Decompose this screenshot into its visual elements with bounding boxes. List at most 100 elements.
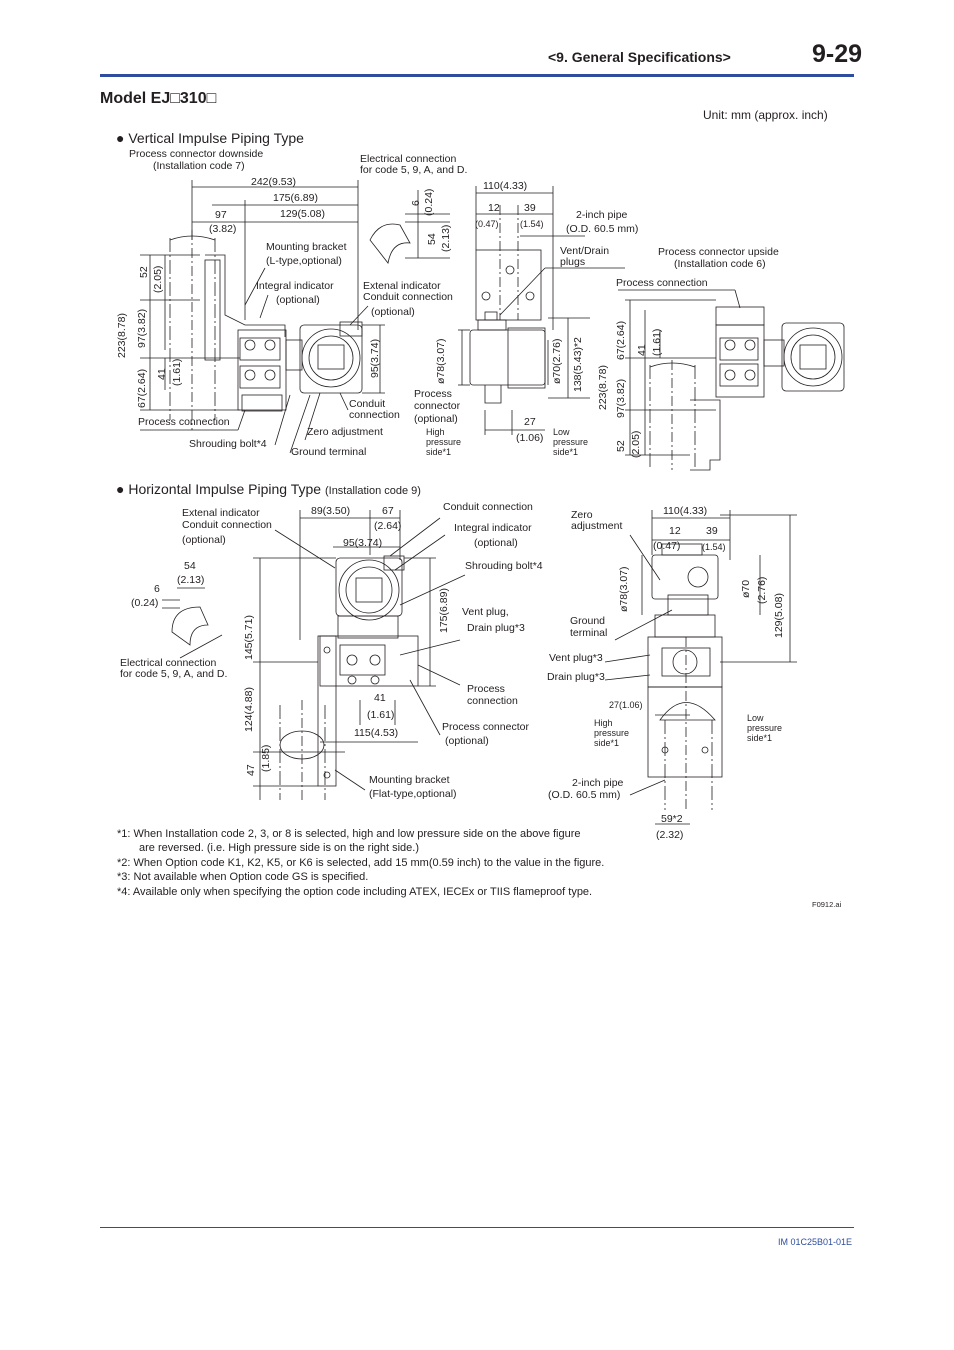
h-dim: (0.47) [653, 540, 681, 552]
v-dim: (1.61) [171, 358, 183, 386]
h-dim: (1.61) [367, 709, 395, 721]
v-dim: 52 [138, 266, 150, 278]
v-dim: 39 [524, 202, 536, 214]
v-dim: ø78(3.07) [435, 338, 447, 384]
h-dim: 115(4.53) [354, 727, 399, 739]
v-label: Integral indicator [256, 280, 334, 292]
h-dim: 39 [706, 525, 718, 537]
v-dim: 54 [426, 233, 438, 245]
h-label: (optional) [182, 534, 226, 546]
h-dim: 95(3.74) [343, 537, 383, 549]
h-dim: (0.24) [131, 597, 159, 609]
v-dim: 223(8.78) [116, 313, 128, 358]
v-label: connector [414, 400, 461, 412]
v-label: Electrical connection [360, 153, 457, 165]
note-1-cont: are reversed. (i.e. High pressure side i… [139, 842, 420, 854]
v-label: (optional) [276, 294, 320, 306]
h-dim: 89(3.50) [311, 505, 351, 517]
v-dim: (2.13) [440, 224, 452, 252]
h-dim: 54 [184, 560, 196, 572]
h-label: Low [747, 713, 764, 723]
h-label: High [594, 718, 613, 728]
figure-id: F0912.ai [812, 900, 842, 909]
h-dim: (2.13) [177, 574, 205, 586]
h-label: 2-inch pipe [572, 777, 624, 789]
v-dim: 129(5.08) [280, 208, 325, 220]
v-dim: (3.82) [209, 223, 237, 235]
h-label: (optional) [445, 735, 489, 747]
h-label: Ground [570, 615, 606, 627]
h-dim: 41 [374, 692, 386, 704]
h-label: Electrical connection [120, 657, 217, 669]
v-dim: ø70(2.76) [551, 338, 563, 384]
v-label: High [426, 427, 445, 437]
h-label: Zero [571, 509, 593, 521]
h-dim: 175(6.89) [438, 588, 450, 633]
v-label: Mounting bracket [266, 241, 347, 253]
v-label: (O.D. 60.5 mm) [566, 223, 639, 235]
vertical-section-heading: ● Vertical Impulse Piping Type [116, 130, 304, 146]
v-label: Process connector upside [658, 246, 779, 258]
v-label: Low [553, 427, 570, 437]
h-label: Process [467, 683, 505, 695]
v-label: (L-type,optional) [266, 255, 342, 267]
v-dim: 41 [636, 344, 648, 356]
v-dim: 175(6.89) [273, 192, 318, 204]
v-label: 2-inch pipe [576, 209, 628, 221]
h-label: side*1 [747, 733, 773, 743]
v-dim: 52 [615, 440, 627, 452]
note-2: *2: When Option code K1, K2, K5, or K6 i… [117, 857, 605, 869]
v-dim: (1.61) [651, 328, 663, 356]
h-label: (Flat-type,optional) [369, 788, 457, 800]
v-label: (Installation code 6) [674, 258, 766, 270]
model-title: Model EJ□310□ [100, 90, 217, 107]
h-dim: (1.54) [702, 542, 726, 552]
v-label: Shrouding bolt*4 [189, 438, 267, 450]
v-label: Process connection [138, 416, 230, 428]
v-dim: 12 [488, 202, 500, 214]
v-label: Vent/Drain [560, 245, 610, 257]
h-label: Mounting bracket [369, 774, 450, 786]
h-label: Vent plug, [462, 606, 509, 618]
h-label: side*1 [594, 738, 620, 748]
unit-note: Unit: mm (approx. inch) [703, 108, 828, 122]
header-rule [100, 74, 854, 77]
v-dim: 223(8.78) [597, 365, 609, 410]
h-dim: 124(4.88) [243, 687, 255, 732]
footer-doc-id: IM 01C25B01-01E [778, 1237, 853, 1247]
h-dim: ø78(3.07) [618, 566, 630, 612]
v-label: Process [414, 388, 452, 400]
h-label: Conduit connection [182, 519, 272, 531]
v-label: side*1 [553, 447, 579, 457]
h-dim: ø70 [740, 579, 752, 598]
v-dim: 27 [524, 416, 536, 428]
h-dim: 145(5.71) [243, 615, 255, 660]
note-3: *3: Not available when Option code GS is… [117, 871, 369, 883]
v-dim: 67(2.64) [136, 368, 148, 408]
h-label: for code 5, 9, A, and D. [120, 668, 228, 680]
v-dim: (0.24) [423, 188, 435, 216]
h-label: Process connector [442, 721, 529, 733]
h-dim: (2.76) [756, 576, 768, 604]
v-dim: 97 [215, 209, 227, 221]
h-label: pressure [594, 728, 630, 738]
h-dim: 129(5.08) [773, 593, 785, 638]
footer-rule [100, 1227, 854, 1228]
v-label: connection [349, 409, 400, 421]
h-label: (optional) [474, 537, 518, 549]
v-dim: 67(2.64) [615, 320, 627, 360]
h-dim: 59*2 [661, 813, 683, 825]
v-dim: 41 [156, 368, 168, 380]
h-dim: 27(1.06) [609, 700, 643, 710]
v-label: Process connector downside [129, 148, 264, 160]
h-dim: (2.32) [656, 829, 684, 841]
v-label: (optional) [414, 413, 458, 425]
h-dim: 67 [382, 505, 394, 517]
v-label: pressure [426, 437, 462, 447]
h-label: Vent plug*3 [549, 652, 603, 664]
v-label: for code 5, 9, A, and D. [360, 164, 468, 176]
v-label: Process connection [616, 277, 708, 289]
v-dim: 97(3.82) [615, 378, 627, 418]
h-label: adjustment [571, 520, 623, 532]
